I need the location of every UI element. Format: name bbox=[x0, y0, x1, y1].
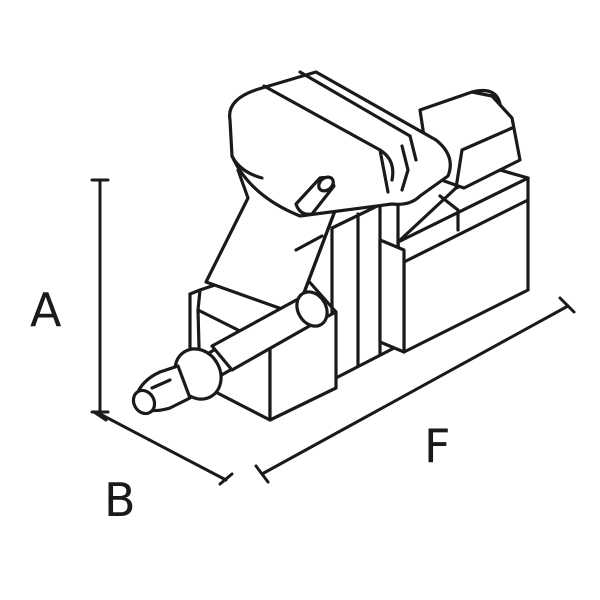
vise-handle bbox=[131, 290, 329, 416]
dimension-height-label: A bbox=[30, 283, 62, 337]
dimension-depth-line bbox=[92, 410, 234, 486]
vise-pin bbox=[294, 175, 336, 216]
dimension-lines bbox=[90, 178, 576, 486]
vise-top-jaw bbox=[228, 70, 452, 218]
dimension-depth-label: B bbox=[104, 473, 136, 527]
vise-slide bbox=[330, 194, 406, 382]
bench-vise-icon bbox=[131, 70, 530, 422]
dimension-length-label: F bbox=[424, 419, 450, 473]
dimension-length-line bbox=[254, 296, 576, 484]
dimension-height-line bbox=[90, 178, 110, 414]
